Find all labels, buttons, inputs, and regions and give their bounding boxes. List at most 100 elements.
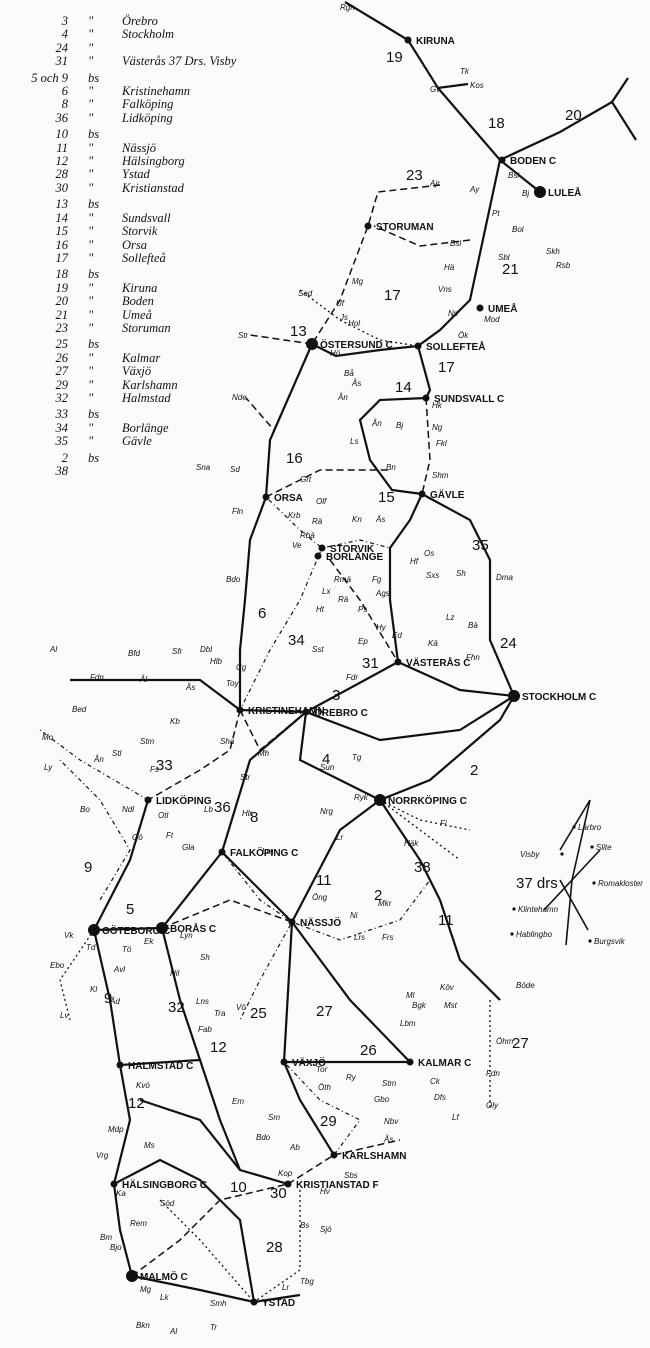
rail-line xyxy=(291,921,411,1063)
station-label: Mg xyxy=(140,1285,152,1294)
legend-row-mark: " xyxy=(88,40,94,55)
city-marker xyxy=(476,304,484,312)
station-label: Bå xyxy=(344,369,354,378)
city-label: STOCKHOLM C xyxy=(522,692,596,703)
legend-row-num: 26 xyxy=(55,350,69,365)
visby-section-label: 37 drs xyxy=(516,875,558,892)
station-label: Td xyxy=(86,943,96,952)
station-label: Ni xyxy=(350,911,358,920)
station-label: Öhm xyxy=(496,1037,514,1046)
station-label: Hol xyxy=(348,319,360,328)
station-label: Sm xyxy=(268,1113,280,1122)
rail-line xyxy=(239,695,515,742)
station-label: Fkl xyxy=(436,439,447,448)
visby-railway-lines xyxy=(543,799,601,946)
station-label: Uf xyxy=(336,299,345,308)
legend-row-name: Hälsingborg xyxy=(122,154,185,169)
rail-line xyxy=(388,493,423,663)
station-label: Bä xyxy=(468,621,478,630)
station-label: Ån xyxy=(337,393,348,402)
city-marker xyxy=(414,342,422,350)
legend-row-name: Umeå xyxy=(122,307,152,322)
station-label: Sfr xyxy=(172,647,183,656)
legend-row-name: Gävle xyxy=(122,434,152,449)
station-label: Avl xyxy=(113,965,125,974)
legend-row-mark: bs xyxy=(88,197,100,212)
legend-row-num: 34 xyxy=(55,420,69,435)
rail-line xyxy=(93,711,307,932)
legend-row-mark: " xyxy=(88,180,94,195)
station-label: Nde xyxy=(232,393,247,402)
station-label: Lyn xyxy=(180,931,193,940)
rail-line xyxy=(221,851,293,1021)
legend-row-num: 35 xyxy=(55,434,69,449)
legend-row: 23"Storuman xyxy=(6,320,336,335)
city-label: KALMAR C xyxy=(418,1058,471,1069)
legend-row: 32"Halmstad xyxy=(6,390,336,405)
visby-station-dot xyxy=(510,932,514,936)
legend-row-name: Kristinehamn xyxy=(122,84,191,99)
city-label: VÄXJÖ xyxy=(292,1056,326,1069)
legend-row: 24" xyxy=(6,40,336,55)
rail-line xyxy=(287,1139,401,1185)
legend-row-num: 23 xyxy=(55,320,69,335)
station-label: Åd xyxy=(109,997,120,1006)
legend-row: 21"Umeå xyxy=(6,307,336,322)
rail-line xyxy=(139,1098,241,1171)
legend-row-mark: " xyxy=(88,364,94,379)
station-label: Frs xyxy=(382,933,394,942)
legend-row: 3"Örebro xyxy=(6,14,336,28)
legend-row-name: Växjö xyxy=(122,364,152,379)
station-label: Bn xyxy=(386,463,396,472)
legend-row-mark: bs xyxy=(88,450,100,465)
section-number: 17 xyxy=(384,287,401,304)
city-label: BORLÄNGE xyxy=(326,550,384,563)
legend-row-mark: " xyxy=(88,237,94,252)
station-label: Krb xyxy=(288,511,301,520)
station-label: Kop xyxy=(278,1169,293,1178)
station-label: Ab xyxy=(289,1143,300,1152)
station-label: Ep xyxy=(358,637,368,646)
legend-row: 15"Storvik xyxy=(6,224,336,238)
rail-line xyxy=(379,799,461,861)
legend-row-num: 13 xyxy=(55,197,69,212)
legend-row-mark: bs xyxy=(88,267,100,282)
legend-row-mark: " xyxy=(88,167,94,182)
rail-line xyxy=(161,899,293,929)
station-label: Vk xyxy=(64,931,74,940)
legend-row: 38 xyxy=(6,464,336,478)
legend-row-mark: " xyxy=(88,390,94,405)
station-label: Ps xyxy=(358,605,367,614)
visby-station-label: Burgsvik xyxy=(594,937,626,946)
legend-row-num: 18 xyxy=(55,267,69,282)
city-label: BODEN C xyxy=(510,156,556,167)
station-label: Sd xyxy=(230,465,240,474)
city-marker xyxy=(394,658,402,666)
station-label: Dbl xyxy=(200,645,212,654)
station-label: Gö xyxy=(132,833,143,842)
station-label: Sun xyxy=(320,763,335,772)
station-label: Kä xyxy=(428,639,438,648)
legend-row-name: Sundsvall xyxy=(122,210,171,225)
rail-line xyxy=(119,927,202,1067)
station-label: Ls xyxy=(350,437,358,446)
station-label: Bjo xyxy=(110,1243,122,1252)
station-label: Ck xyxy=(430,1077,441,1086)
station-label: Lk xyxy=(160,1293,169,1302)
section-number: 12 xyxy=(128,1095,145,1112)
rail-line xyxy=(253,1190,301,1303)
visby-station-label: Klintehamn xyxy=(518,905,559,914)
city-marker xyxy=(374,794,386,806)
rail-line xyxy=(265,496,391,549)
station-label: Fhn xyxy=(466,653,480,662)
rail-line xyxy=(221,851,293,923)
visby-station-dot xyxy=(560,852,564,856)
station-label: Fdn xyxy=(486,1069,500,1078)
rail-line xyxy=(298,711,381,801)
section-number: 12 xyxy=(210,1039,227,1056)
legend-row: 6"Kristinehamn xyxy=(6,84,336,99)
station-label: Dfs xyxy=(434,1093,446,1102)
legend-row-num: 11 xyxy=(56,140,68,155)
legend-row: 29"Karlshamn xyxy=(6,378,336,392)
